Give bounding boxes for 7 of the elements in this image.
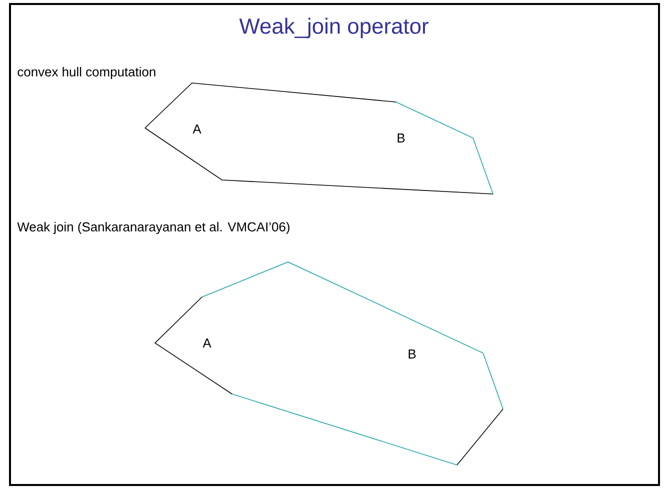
region-label: B <box>398 134 405 142</box>
section-heading: Weak join (Sankaranarayanan et al. VMCAI’06) <box>17 222 290 234</box>
slide-title: Weak_join operator <box>239 18 428 38</box>
region-label: A <box>202 338 212 348</box>
region-label: A <box>192 124 202 134</box>
section-heading: convex hull computation <box>18 66 156 80</box>
region-label: B <box>408 350 416 358</box>
